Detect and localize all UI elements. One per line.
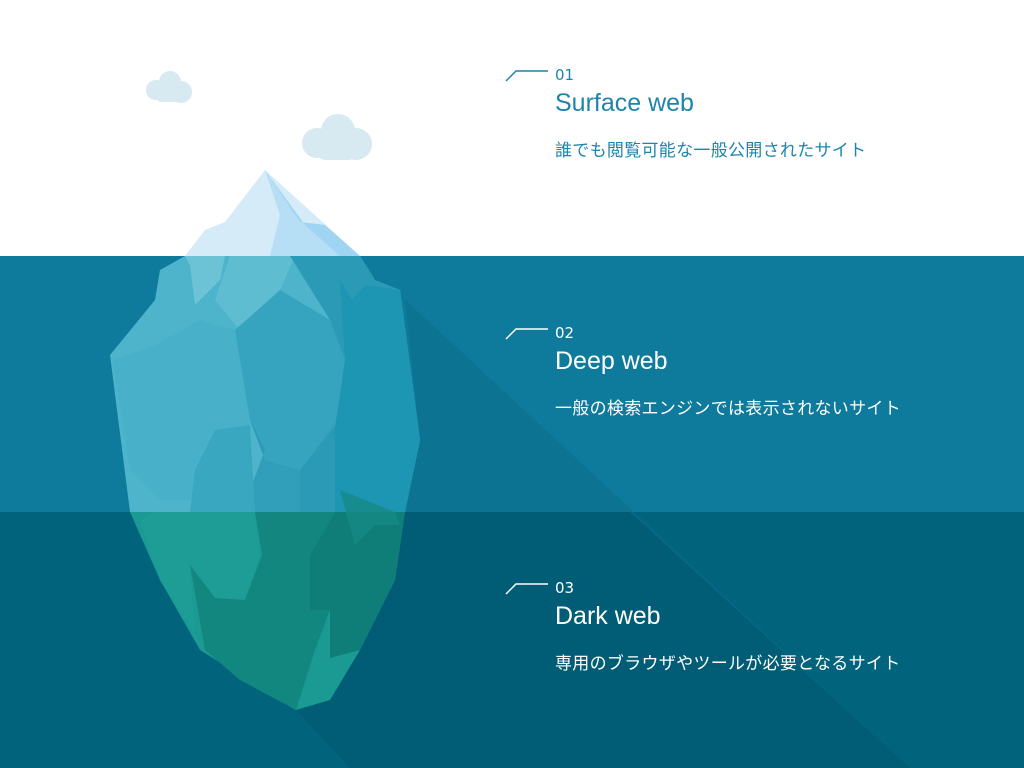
iceberg-shadow xyxy=(296,256,910,768)
pointer-line-icon xyxy=(505,70,548,82)
layer-number: 03 xyxy=(555,579,575,597)
cloud-icon xyxy=(146,71,192,103)
iceberg-body-dark xyxy=(130,490,405,710)
layer-description: 専用のブラウザやツールが必要となるサイト xyxy=(555,654,901,674)
pointer-line-icon xyxy=(505,583,548,595)
layer-description: 一般の検索エンジンでは表示されないサイト xyxy=(555,399,901,419)
layer-title: Dark web xyxy=(555,602,661,630)
iceberg-tip xyxy=(185,170,360,256)
cloud-icon xyxy=(302,114,372,160)
layer-number: 02 xyxy=(555,324,575,342)
layer-number: 01 xyxy=(555,66,575,84)
pointer-line-icon xyxy=(505,328,548,340)
layer-title: Surface web xyxy=(555,89,694,117)
layer-description: 誰でも閲覧可能な一般公開されたサイト xyxy=(555,141,867,161)
iceberg-body-deep xyxy=(110,256,420,512)
layer-title: Deep web xyxy=(555,347,668,375)
surface-layer-band xyxy=(0,0,1024,256)
